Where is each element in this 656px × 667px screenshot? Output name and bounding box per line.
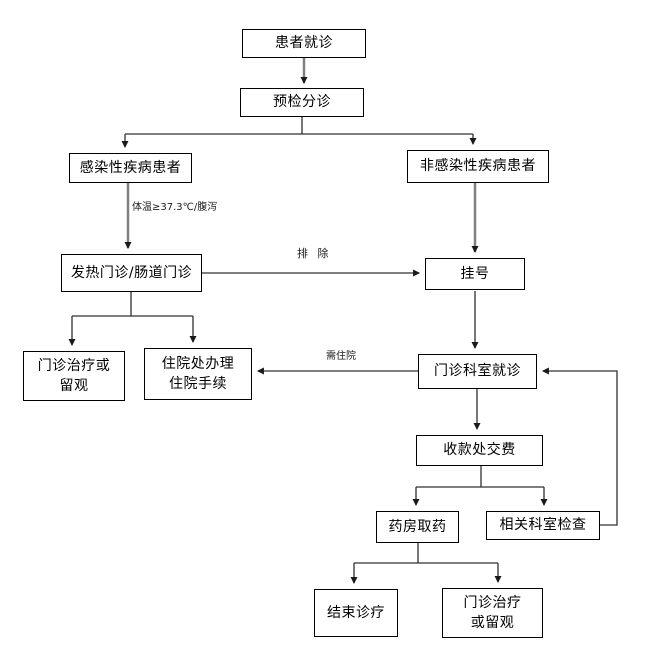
- node-pharmacy-dispensing: 药房取药: [376, 511, 459, 543]
- edge-label-needs-hospitalization: 需住院: [326, 351, 356, 362]
- edge-label-excluded: 排 除: [297, 247, 332, 260]
- node-fever-intestinal-clinic: 发热门诊/肠道门诊: [61, 254, 202, 292]
- node-end-of-treatment: 结束诊疗: [314, 589, 398, 637]
- node-outpatient-obs-left: 门诊治疗或 留观: [23, 351, 125, 401]
- node-outpatient-dept-visit: 门诊科室就诊: [418, 354, 537, 389]
- node-cashier-payment: 收款处交费: [416, 435, 543, 466]
- node-outpatient-obs-bottom: 门诊治疗 或留观: [442, 588, 543, 638]
- edge-label-temperature-condition: 体温≥37.3℃/腹泻: [132, 202, 218, 213]
- node-pre-check-triage: 预检分诊: [240, 88, 364, 117]
- edge-exam-feedback-to-outpatient-dept: [541, 367, 618, 526]
- node-related-dept-examination: 相关科室检查: [486, 511, 600, 540]
- node-patient-visit: 患者就诊: [242, 29, 366, 58]
- node-non-infectious-patients: 非感染性疾病患者: [407, 150, 549, 183]
- node-admission-procedures: 住院处办理 住院手续: [144, 348, 252, 400]
- node-registration: 挂号: [425, 258, 525, 290]
- node-infectious-patients: 感染性疾病患者: [69, 153, 192, 183]
